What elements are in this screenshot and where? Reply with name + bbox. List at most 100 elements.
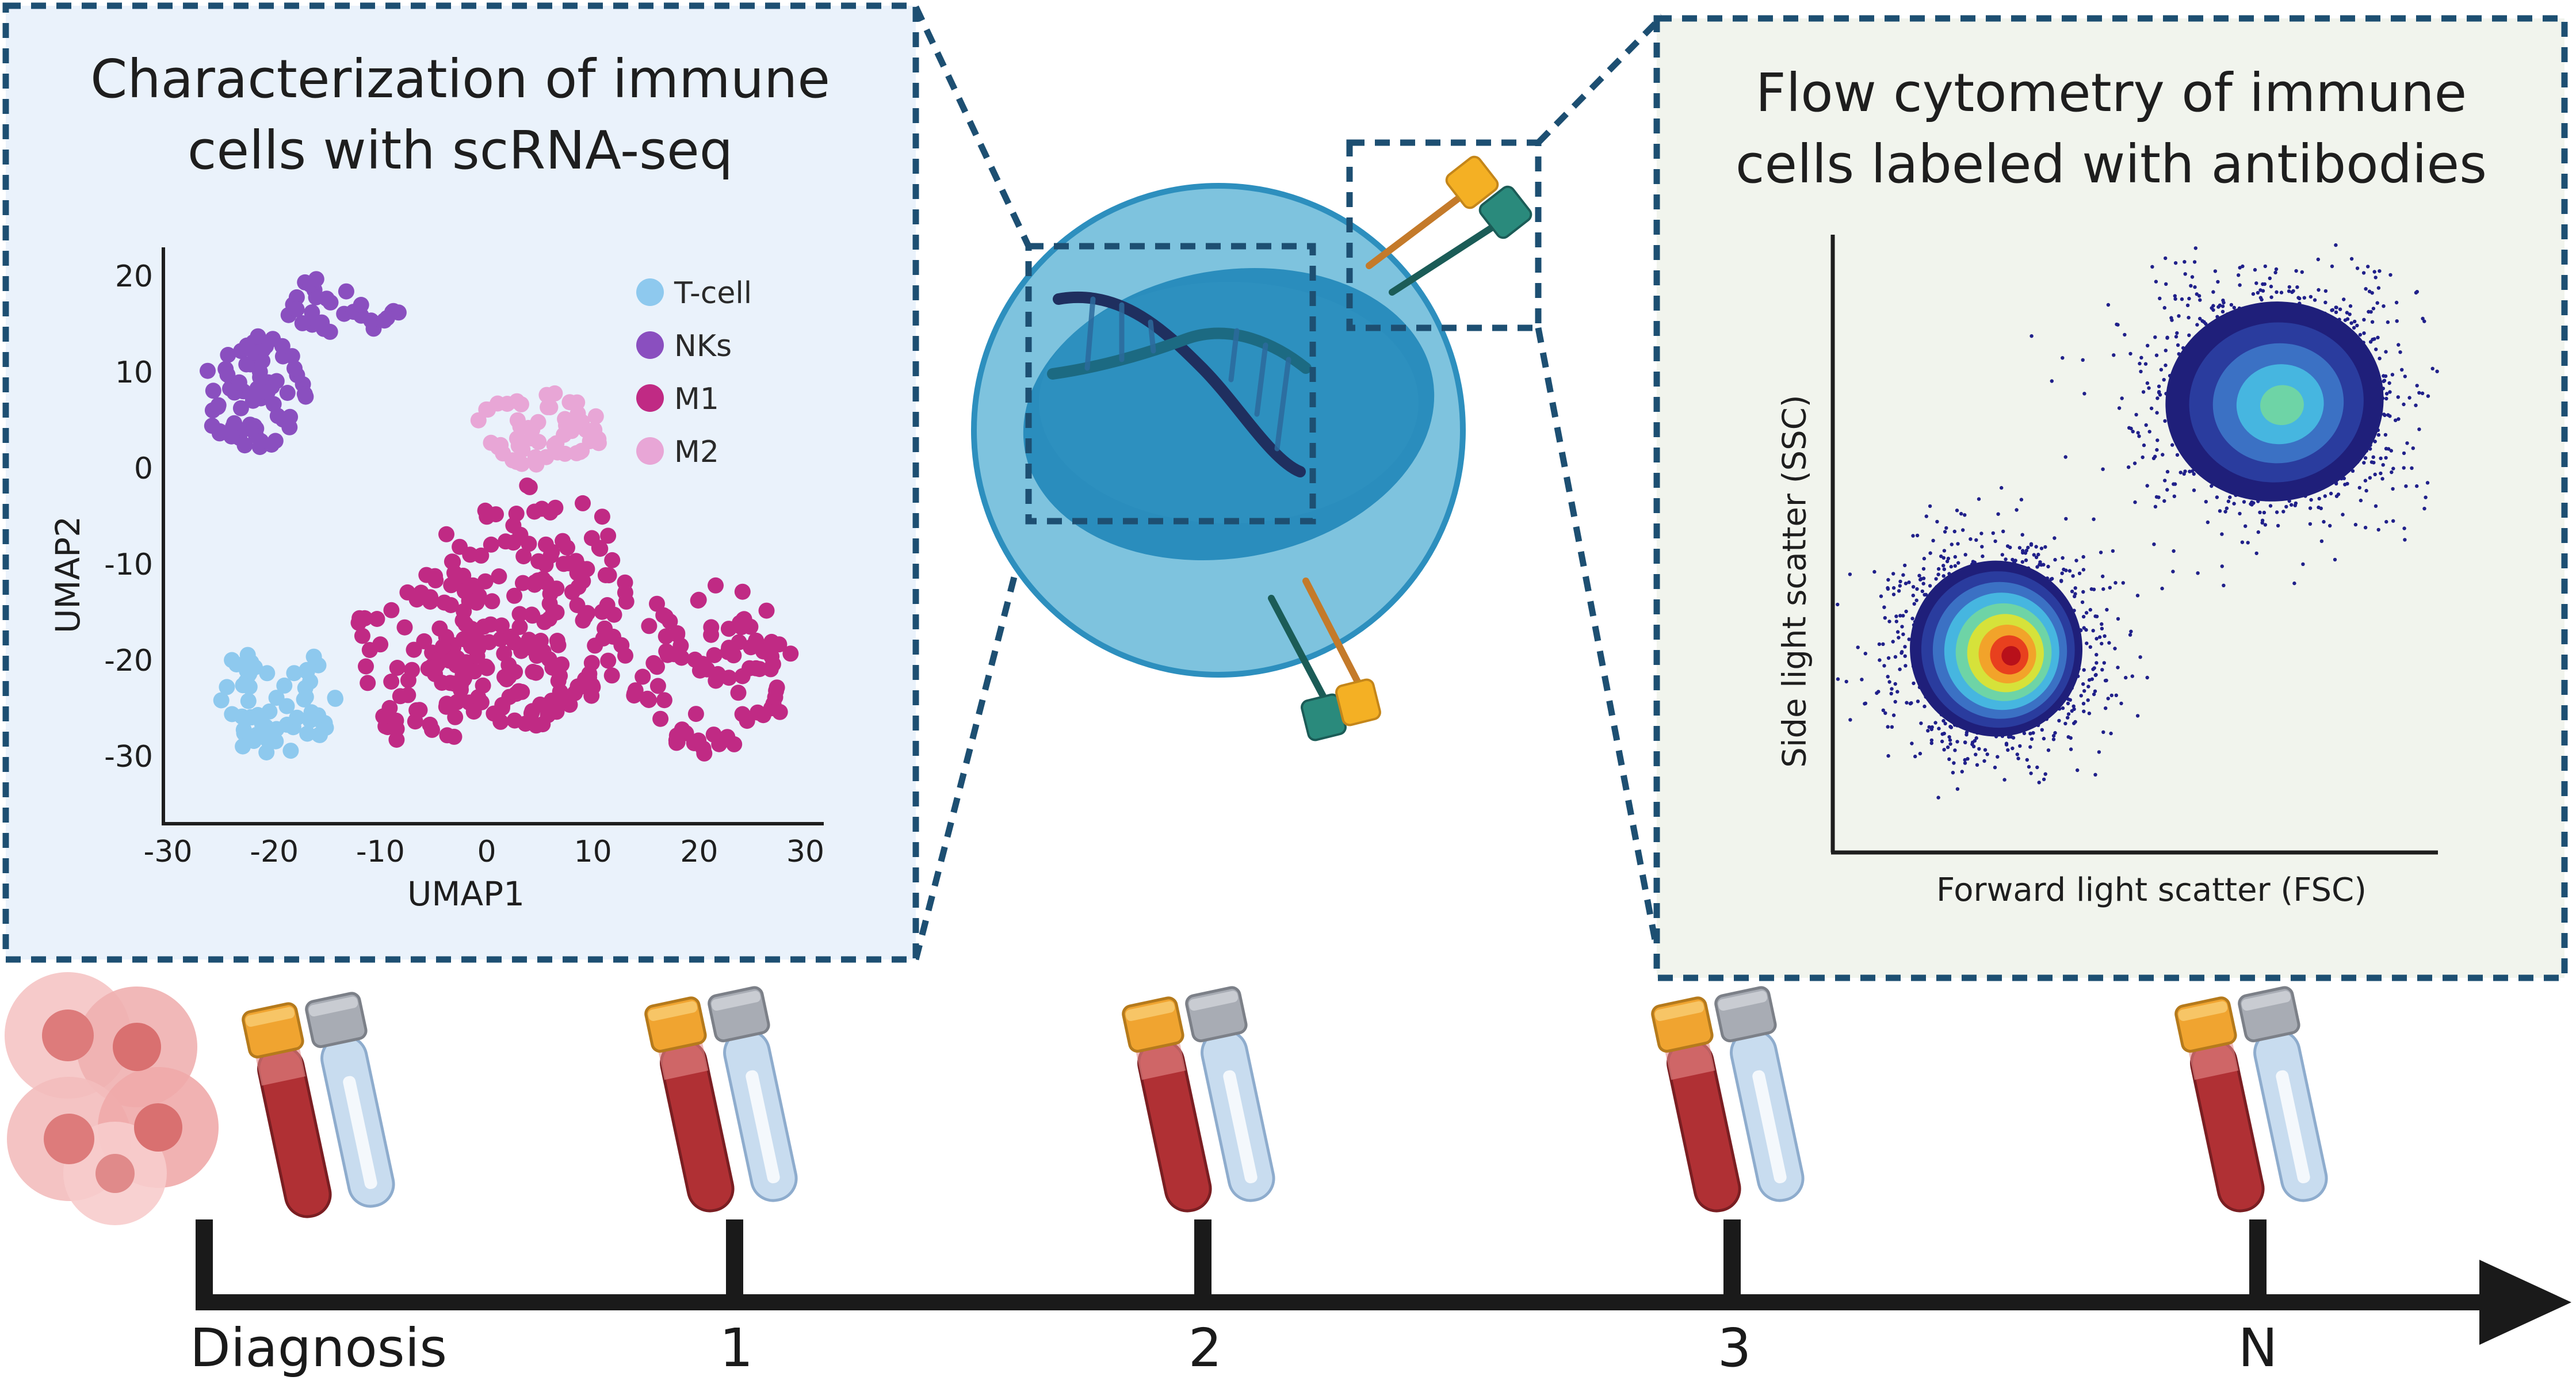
flow-event-dot <box>2162 305 2166 310</box>
flow-event-dot <box>2220 309 2225 313</box>
flow-event-dot <box>2415 384 2419 388</box>
umap-point-m1 <box>429 657 445 674</box>
flow-event-dot <box>2092 517 2096 521</box>
umap-point-m1 <box>577 671 593 687</box>
flow-event-dot <box>1911 534 1915 538</box>
umap-point-t-cell <box>299 725 316 742</box>
flow-event-dot <box>2141 390 2146 394</box>
flow-event-dot <box>1848 718 1852 722</box>
umap-point-nks <box>253 433 269 449</box>
umap-point-m1 <box>567 685 583 701</box>
umap-point-m1 <box>542 504 559 521</box>
flow-event-dot <box>2363 456 2368 460</box>
flow-event-dot <box>2066 716 2070 720</box>
flow-event-dot <box>1961 528 1965 532</box>
umap-point-m1 <box>548 604 565 621</box>
umap-point-m1 <box>372 636 389 653</box>
flow-event-dot <box>2133 500 2137 504</box>
umap-point-m1 <box>523 606 540 623</box>
flow-event-dot <box>2141 455 2145 460</box>
flow-event-dot <box>2384 396 2388 401</box>
flow-event-dot <box>2397 343 2401 347</box>
umap-point-t-cell <box>327 690 343 706</box>
umap-point-m1 <box>498 671 515 687</box>
umap-point-nks <box>204 418 220 434</box>
flow-event-dot <box>2138 655 2142 659</box>
flow-event-dot <box>2204 322 2208 326</box>
flow-event-dot <box>2364 287 2368 291</box>
umap-point-nks <box>265 396 282 412</box>
flow-event-dot <box>1974 752 1978 756</box>
flow-event-dot <box>2081 590 2085 594</box>
flow-event-dot <box>1893 682 1897 686</box>
umap-point-nks <box>279 385 296 401</box>
flow-event-dot <box>2422 319 2426 323</box>
flow-event-dot <box>2383 374 2388 378</box>
umap-point-m2 <box>527 449 544 465</box>
flow-event-dot <box>2308 522 2313 526</box>
flow-event-dot <box>2192 488 2196 492</box>
umap-point-m1 <box>626 686 643 702</box>
umap-point-m1 <box>404 662 421 678</box>
flow-event-dot <box>2177 314 2181 318</box>
flow-event-dot <box>2028 732 2032 736</box>
umap-point-m1 <box>782 645 799 662</box>
flow-event-dot <box>1891 713 1896 717</box>
flow-event-dot <box>2435 369 2439 373</box>
flow-event-dot <box>1913 754 1917 759</box>
flow-event-dot <box>2040 728 2044 732</box>
flow-event-dot <box>2070 709 2074 713</box>
flow-event-dot <box>2139 355 2143 360</box>
umap-point-m1 <box>652 710 669 727</box>
flow-event-dot <box>2081 358 2085 362</box>
umap-point-m1 <box>668 732 685 748</box>
umap-point-m1 <box>383 674 400 690</box>
flow-event-dot <box>2081 555 2085 559</box>
umap-point-m1 <box>734 668 751 685</box>
flow-event-dot <box>2080 600 2085 605</box>
flow-event-dot <box>2176 343 2180 347</box>
flow-event-dot <box>2424 495 2428 499</box>
flow-event-dot <box>2200 319 2204 323</box>
flow-event-dot <box>2029 771 2033 775</box>
flow-event-dot <box>2158 296 2162 300</box>
flow-event-dot <box>2175 453 2180 457</box>
flow-event-dot <box>1886 754 1890 758</box>
flow-event-dot <box>2213 269 2218 273</box>
flow-event-dot <box>2415 290 2419 294</box>
flow-event-dot <box>2374 347 2378 351</box>
flow-event-dot <box>1956 542 1960 546</box>
flow-event-dot <box>1921 582 1925 586</box>
umap-point-t-cell <box>258 744 275 760</box>
flow-event-dot <box>2237 273 2241 277</box>
flow-event-dot <box>2302 296 2306 300</box>
flow-event-dot <box>1886 578 1890 582</box>
umap-point-m1 <box>603 667 620 684</box>
flow-event-dot <box>2210 484 2214 488</box>
flow-event-dot <box>1943 530 1947 534</box>
flow-event-dot <box>2001 529 2005 533</box>
flow-event-dot <box>2330 264 2334 269</box>
umap-point-nks <box>236 437 253 454</box>
flow-event-dot <box>2216 280 2220 284</box>
flow-event-dot <box>2100 626 2104 631</box>
flow-event-dot <box>2417 427 2421 431</box>
flow-event-dot <box>2024 548 2028 553</box>
flow-event-dot <box>2420 391 2425 395</box>
umap-point-t-cell <box>254 717 270 733</box>
umap-point-m1 <box>769 679 785 696</box>
flow-event-dot <box>1942 549 1947 553</box>
flow-event-dot <box>2229 303 2234 307</box>
flow-event-dot <box>1993 539 1997 544</box>
dna-helix-icon <box>1047 291 1312 477</box>
umap-point-t-cell <box>276 677 293 694</box>
flow-event-dot <box>2241 264 2245 269</box>
flow-event-dot <box>1930 725 1934 729</box>
flow-event-dot <box>2145 484 2149 488</box>
flow-event-dot <box>2384 456 2388 460</box>
flow-event-dot <box>2246 541 2250 545</box>
flow-event-dot <box>1912 681 1916 686</box>
umap-point-nks <box>252 369 269 385</box>
umap-y-tick: 0 <box>134 452 153 486</box>
flow-event-dot <box>2359 498 2363 503</box>
